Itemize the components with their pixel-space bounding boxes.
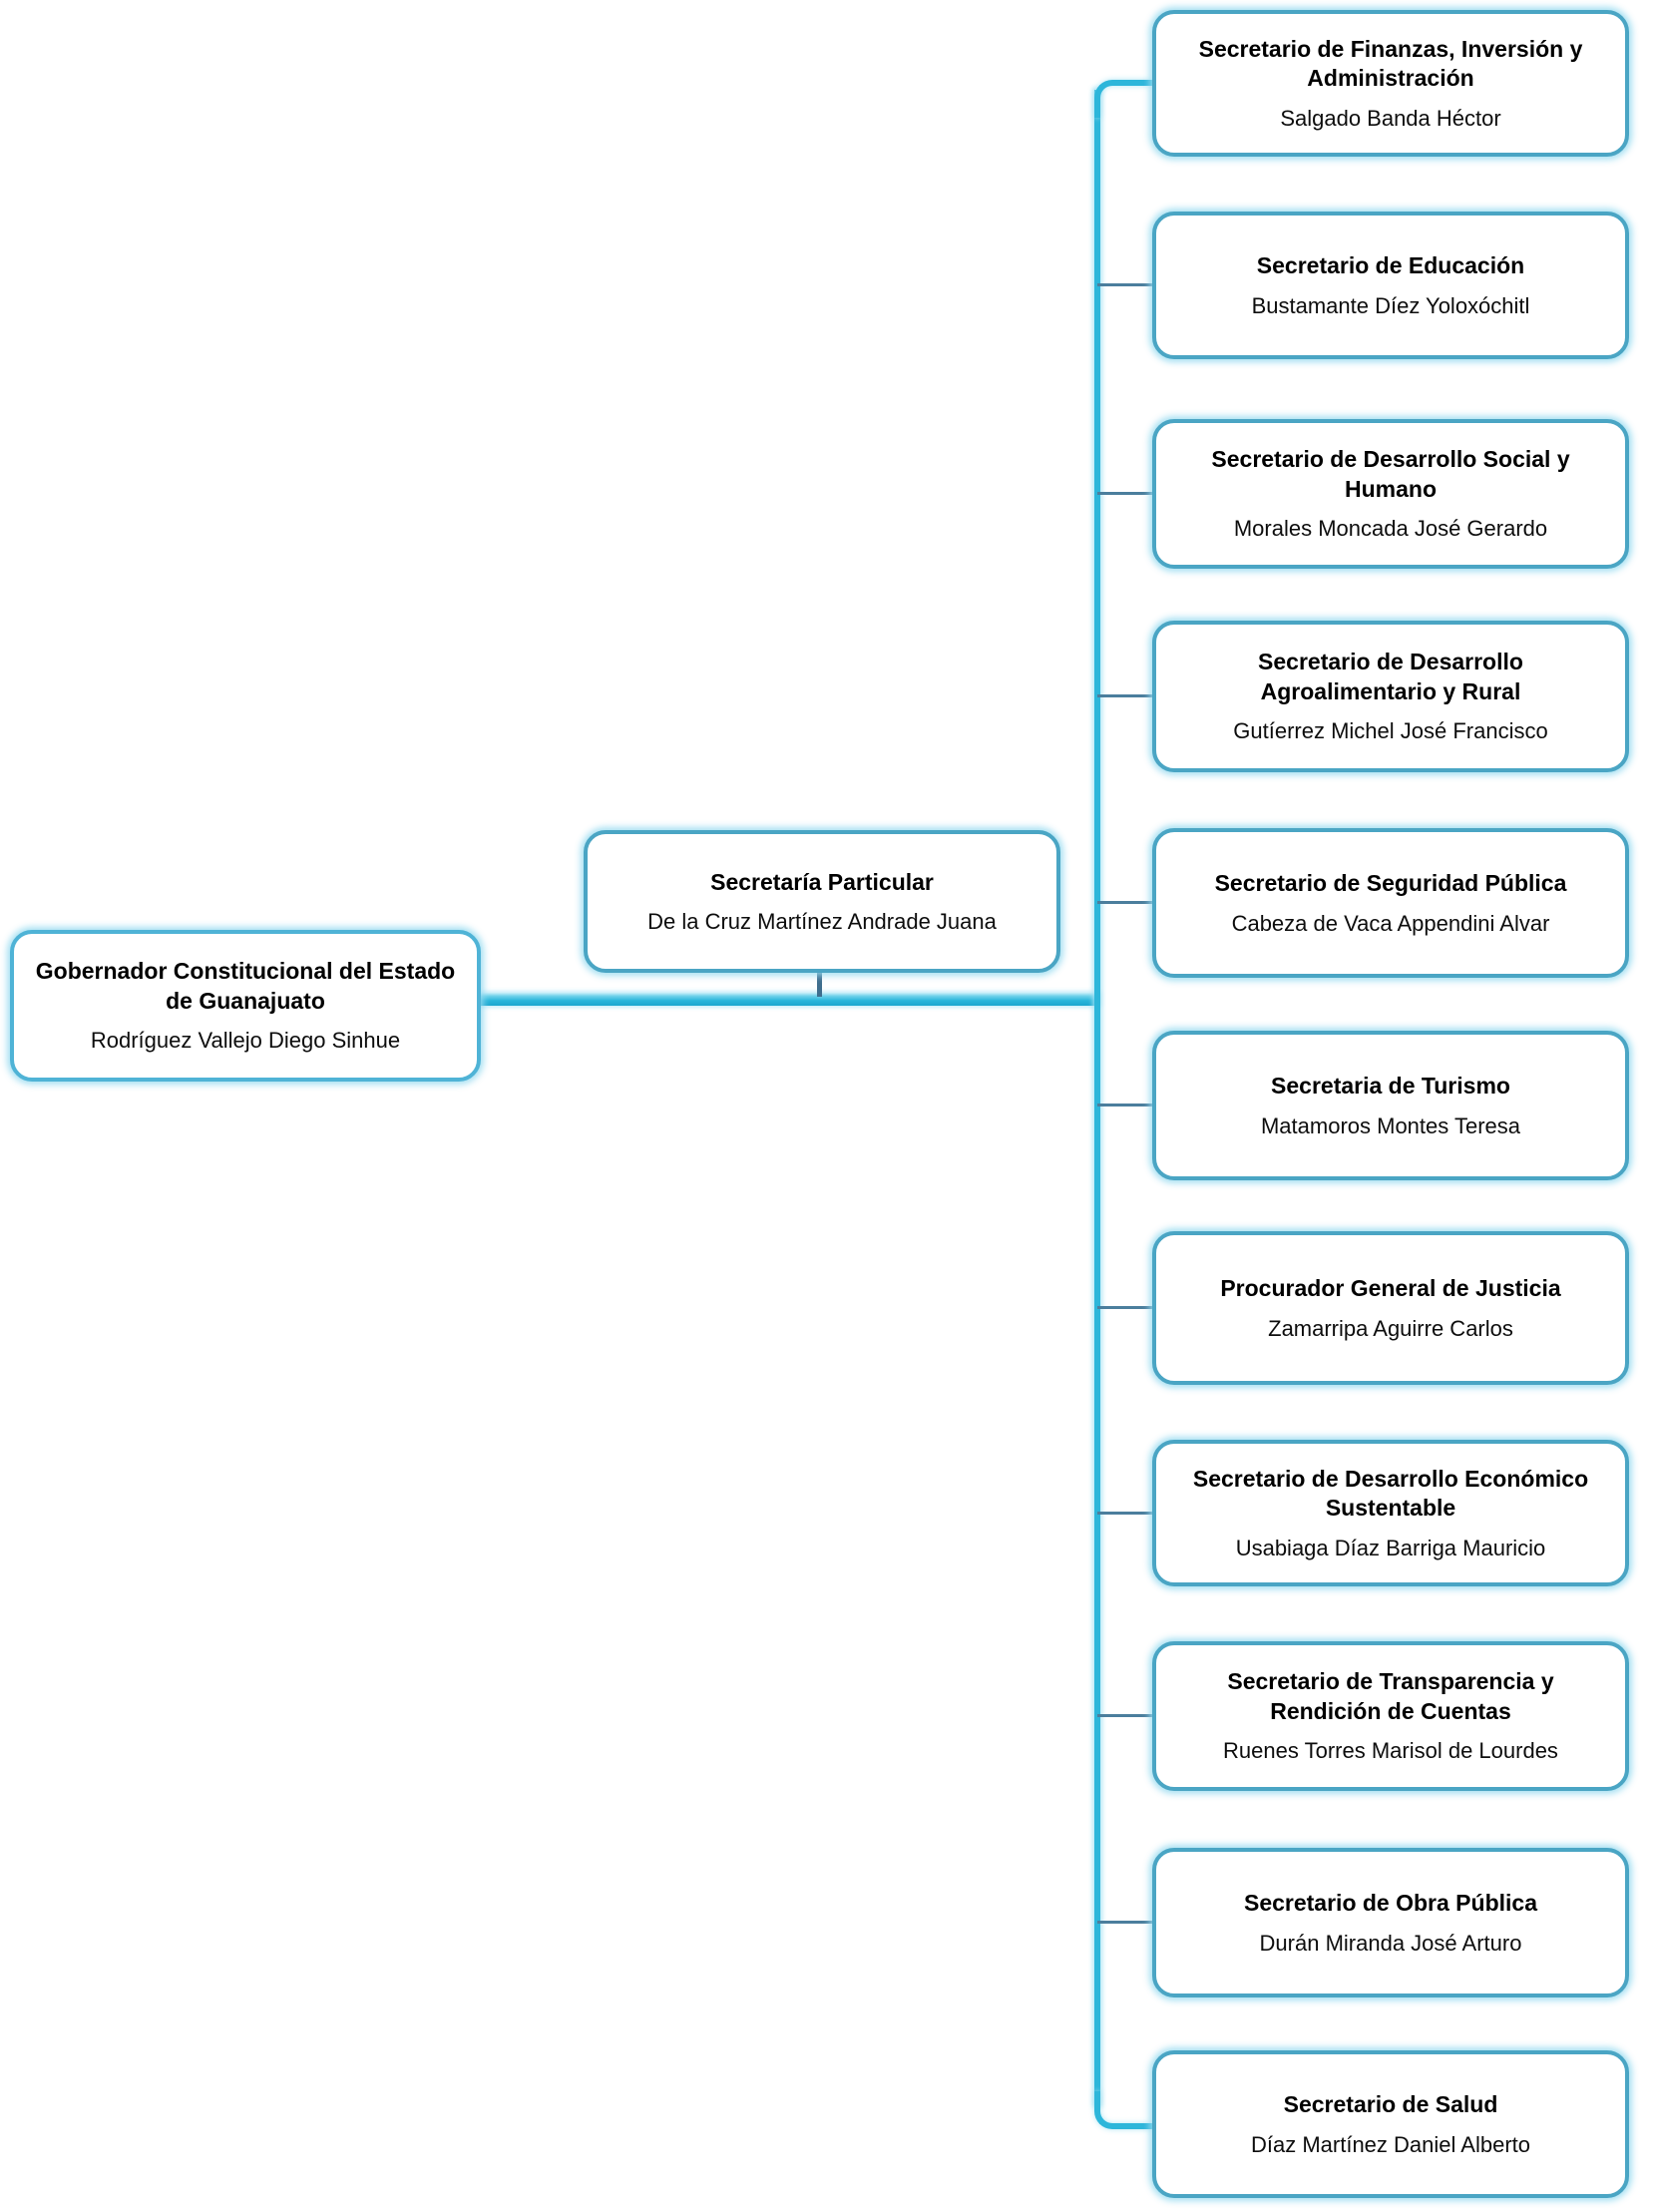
node-name: Durán Miranda José Arturo (1259, 1930, 1522, 1956)
connector-stub (1097, 1921, 1154, 1924)
node-name: De la Cruz Martínez Andrade Juana (647, 909, 997, 935)
node-name: Rodríguez Vallejo Diego Sinhue (90, 1028, 401, 1054)
node-name: Bustamante Díez Yoloxóchitl (1251, 292, 1530, 318)
node-title: Secretario de Desarrollo Social y Humano (1211, 446, 1570, 502)
connector-elbow-top (1094, 80, 1152, 118)
connector-stub (1097, 901, 1154, 904)
node-title: Secretario de Educación (1256, 252, 1525, 279)
connector-stub (1097, 1104, 1154, 1106)
node-name: Matamoros Montes Teresa (1260, 1112, 1521, 1138)
node-secretario-finanzas: Secretario de Finanzas, Inversión y Admi… (1152, 10, 1629, 157)
connector-trunk-line (477, 993, 1099, 1006)
node-title: Gobernador Constitucional del Estado de … (35, 958, 456, 1014)
node-name: Salgado Banda Héctor (1280, 105, 1501, 131)
connector-particular-stub (817, 973, 822, 997)
node-secretario-economico: Secretario de Desarrollo Económico Suste… (1152, 1440, 1629, 1586)
node-secretario-educacion: Secretario de Educación Bustamante Díez … (1152, 212, 1629, 359)
node-title: Secretaría Particular (710, 868, 934, 895)
connector-stub (1097, 1306, 1154, 1309)
connector-stub (1097, 1512, 1154, 1515)
node-name: Morales Moncada José Gerardo (1233, 516, 1548, 542)
connector-stub (1097, 283, 1154, 286)
node-title: Secretario de Seguridad Pública (1214, 870, 1567, 897)
node-name: Gutíerrez Michel José Francisco (1233, 718, 1548, 744)
node-name: Ruenes Torres Marisol de Lourdes (1223, 1738, 1558, 1764)
node-title: Secretario de Finanzas, Inversión y Admi… (1198, 35, 1583, 92)
node-title: Secretario de Obra Pública (1243, 1890, 1537, 1917)
node-name: Cabeza de Vaca Appendini Alvar (1231, 910, 1550, 936)
node-name: Zamarripa Aguirre Carlos (1268, 1315, 1513, 1341)
node-title: Secretaria de Turismo (1271, 1073, 1510, 1100)
node-secretario-salud: Secretario de Salud Díaz Martínez Daniel… (1152, 2050, 1629, 2198)
node-title: Secretario de Transparencia y Rendición … (1227, 1668, 1554, 1724)
node-title: Secretario de Desarrollo Agroalimentario… (1258, 649, 1523, 704)
node-procurador-justicia: Procurador General de Justicia Zamarripa… (1152, 1231, 1629, 1385)
node-secretario-agroalimentario: Secretario de Desarrollo Agroalimentario… (1152, 621, 1629, 772)
node-secretaria-particular: Secretaría Particular De la Cruz Martíne… (584, 830, 1060, 973)
node-gobernador: Gobernador Constitucional del Estado de … (10, 930, 481, 1082)
connector-stub (1097, 1714, 1154, 1717)
connector-spine-line (1094, 90, 1100, 2105)
node-title: Secretario de Salud (1283, 2091, 1498, 2118)
node-secretario-transparencia: Secretario de Transparencia y Rendición … (1152, 1641, 1629, 1791)
node-secretario-seguridad: Secretario de Seguridad Pública Cabeza d… (1152, 828, 1629, 978)
node-title: Secretario de Desarrollo Económico Suste… (1192, 1465, 1589, 1522)
node-secretaria-turismo: Secretaria de Turismo Matamoros Montes T… (1152, 1031, 1629, 1180)
node-title: Procurador General de Justicia (1220, 1275, 1561, 1302)
node-secretario-obra-publica: Secretario de Obra Pública Durán Miranda… (1152, 1848, 1629, 1997)
node-name: Díaz Martínez Daniel Alberto (1250, 2131, 1531, 2157)
connector-stub (1097, 694, 1154, 697)
node-secretario-desarrollo-social: Secretario de Desarrollo Social y Humano… (1152, 419, 1629, 569)
node-name: Usabiaga Díaz Barriga Mauricio (1235, 1535, 1546, 1560)
connector-elbow-bottom (1094, 2091, 1152, 2129)
connector-stub (1097, 492, 1154, 495)
